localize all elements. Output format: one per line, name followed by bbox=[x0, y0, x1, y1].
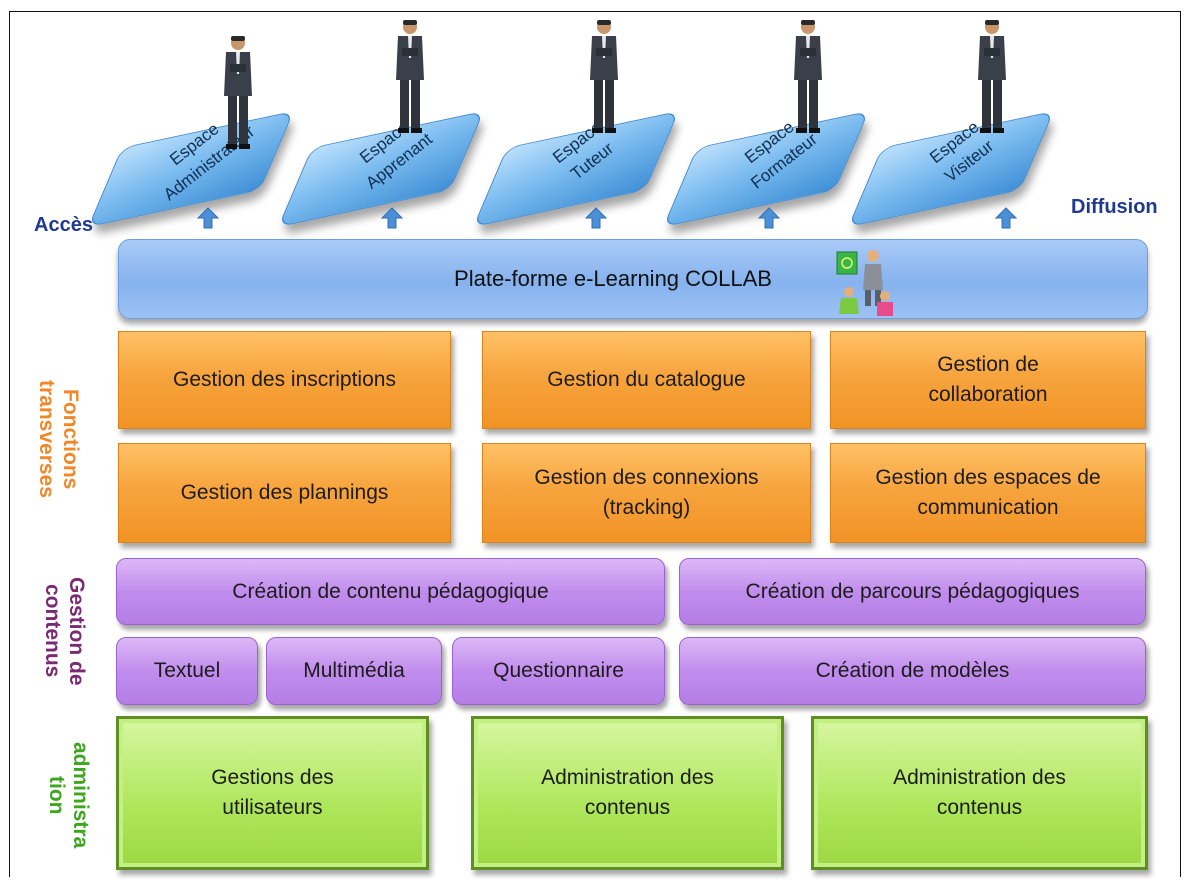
arrow-up-icon bbox=[197, 207, 219, 229]
arrow-up-icon bbox=[381, 207, 403, 229]
person-icon bbox=[978, 20, 1006, 133]
box-gestion-espaces-communication: Gestion des espaces de communication bbox=[830, 443, 1146, 543]
diffusion-label: Diffusion bbox=[1071, 196, 1158, 218]
arrow-up-icon bbox=[995, 207, 1017, 229]
box-creation-parcours: Création de parcours pédagogiques bbox=[679, 558, 1146, 625]
person-icon bbox=[590, 20, 618, 133]
box-creation-modeles: Création de modèles bbox=[679, 637, 1146, 705]
access-label: Accès bbox=[34, 214, 93, 236]
box-gestions-utilisateurs: Gestions des utilisateurs bbox=[116, 716, 429, 870]
box-textuel: Textuel bbox=[116, 637, 258, 705]
diagram-frame bbox=[9, 11, 1181, 877]
platform-bar: Plate-forme e-Learning COLLAB bbox=[118, 239, 1148, 319]
person-icon bbox=[794, 20, 822, 133]
arrow-up-icon bbox=[585, 207, 607, 229]
box-gestion-collaboration: Gestion de collaboration bbox=[830, 331, 1146, 429]
box-creation-contenu: Création de contenu pédagogique bbox=[116, 558, 665, 625]
box-gestion-catalogue: Gestion du catalogue bbox=[482, 331, 811, 429]
person-icon bbox=[396, 20, 424, 133]
person-icon bbox=[224, 36, 252, 149]
classroom-icon bbox=[836, 250, 893, 316]
box-gestion-connexions: Gestion des connexions (tracking) bbox=[482, 443, 811, 543]
box-gestion-inscriptions: Gestion des inscriptions bbox=[118, 331, 451, 429]
platform-label: Plate-forme e-Learning COLLAB bbox=[454, 266, 772, 291]
box-administration-contenus-1: Administration des contenus bbox=[471, 716, 784, 870]
box-administration-contenus-2: Administration des contenus bbox=[811, 716, 1148, 870]
box-questionnaire: Questionnaire bbox=[452, 637, 665, 705]
arrow-up-icon bbox=[758, 207, 780, 229]
box-multimedia: Multimédia bbox=[266, 637, 442, 705]
box-gestion-plannings: Gestion des plannings bbox=[118, 443, 451, 543]
